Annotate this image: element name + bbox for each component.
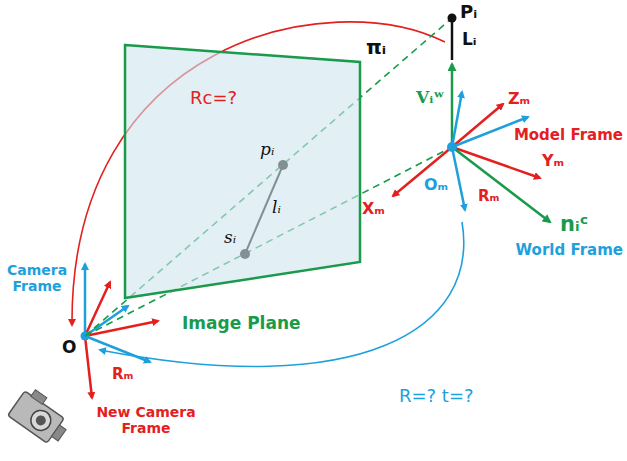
line-label: lᵢ [272,198,281,218]
unknown-label: Rc=? [190,88,237,109]
model-line [451,20,454,60]
camera-icon [8,385,75,447]
frame-label: World Frame [516,242,623,259]
point-label: Pᵢ [460,2,477,23]
point-dot [448,14,457,23]
rotation-arc [72,22,445,325]
point-label: pᵢ [260,140,274,160]
normal-label: nᵢᶜ [560,212,588,236]
camera-origin [81,332,90,341]
origin-label: Oₘ [424,176,448,194]
model-origin [447,142,457,152]
rotation-label: Rₘ [112,366,134,383]
point-label: sᵢ [224,228,236,248]
image-plane: πᵢImage Plane [120,18,392,350]
frame-label: Camera Frame [4,262,70,294]
axis-label: Yₘ [542,152,564,170]
projection-ray [85,18,452,336]
origin-label: O [62,338,76,358]
frame-label: New Camera Frame [96,404,196,436]
axis-label: Xₘ [362,200,385,218]
rotation-label: Rₘ [478,188,500,205]
unknown-label: R=? t=? [396,386,477,407]
plane-title: Image Plane [182,314,301,334]
plane-name: πᵢ [366,36,386,59]
vector-label: Vᵢʷ [416,88,445,108]
frame-label: Model Frame [514,127,623,144]
axis-label: Zₘ [508,90,530,108]
line-label: Lᵢ [462,30,477,50]
plane-outline [120,18,392,350]
